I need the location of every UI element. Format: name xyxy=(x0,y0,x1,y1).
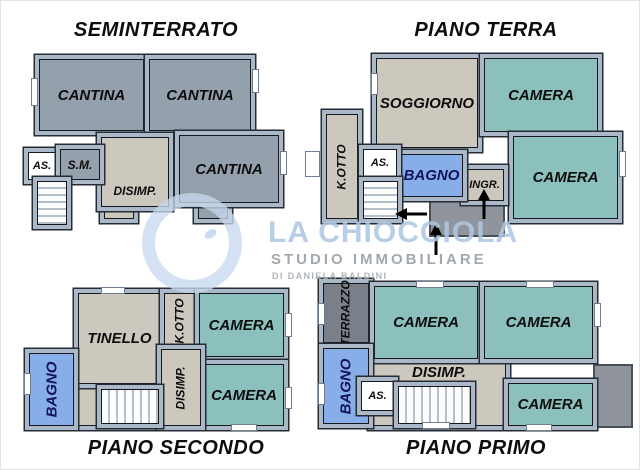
room-tinello: TINELLO xyxy=(78,293,161,384)
window xyxy=(101,287,125,294)
room-camera: CAMERA xyxy=(204,364,284,426)
room-cantina: CANTINA xyxy=(149,59,251,131)
room-cantina: CANTINA xyxy=(39,59,144,131)
window xyxy=(231,424,257,431)
room-label: SOGGIORNO xyxy=(379,94,475,112)
room-label: TINELLO xyxy=(87,330,152,347)
room-kotto: K.OTTO xyxy=(326,114,358,219)
window xyxy=(619,151,626,177)
stairs xyxy=(101,389,159,424)
room-terrazzo: TERRAZZO xyxy=(323,280,369,346)
room-label: CAMERA xyxy=(208,316,275,334)
window xyxy=(416,281,444,288)
plan-piano-terra: SOGGIORNO CAMERA CAMERA K.OTTO INGR. BAG… xyxy=(305,51,639,261)
room-label: TERRAZZO xyxy=(339,280,354,346)
plan-title-piano-secondo: PIANO SECONDO xyxy=(87,437,265,459)
room-label: CAMERA xyxy=(211,386,277,404)
plan-title-seminterrato: SEMINTERRATO xyxy=(73,19,239,41)
room-ascensore: AS. xyxy=(363,149,397,177)
window xyxy=(422,422,450,429)
room-label: DISIMP. xyxy=(174,365,188,410)
room-camera: CAMERA xyxy=(484,58,598,132)
room-camera: CAMERA xyxy=(374,286,478,359)
entrance-arrow-up-icon xyxy=(430,223,442,255)
room-label: CANTINA xyxy=(166,86,234,104)
balcony xyxy=(593,364,633,428)
room-label: AS. xyxy=(370,157,390,169)
window xyxy=(371,73,378,95)
window xyxy=(318,383,325,405)
room-label: INGR. xyxy=(469,179,500,191)
room-label: CAMERA xyxy=(393,314,459,331)
stairs xyxy=(363,181,398,219)
stairs xyxy=(37,181,67,225)
room-cantina: CANTINA xyxy=(179,135,279,203)
room-label: CANTINA xyxy=(195,160,263,178)
room-label: BAGNO xyxy=(43,361,60,418)
room-bagno: BAGNO xyxy=(29,353,74,426)
entrance-arrow-up-icon xyxy=(478,189,490,219)
room-label: DISIMP. xyxy=(412,364,466,381)
window xyxy=(305,151,320,177)
window xyxy=(526,281,554,288)
room-label: K.OTTO xyxy=(335,143,349,190)
room-kotto: K.OTTO xyxy=(164,293,196,349)
room-label: CAMERA xyxy=(517,396,584,413)
plan-piano-primo: TERRAZZO DISIMP. CAMERA CAMERA CAMERA BA… xyxy=(316,280,636,433)
window xyxy=(318,303,325,325)
plan-title-piano-terra: PIANO TERRA xyxy=(414,19,558,41)
room-label: K.OTTO xyxy=(173,298,187,344)
room-label: BAGNO xyxy=(337,358,355,414)
room-label: AS. xyxy=(32,160,52,172)
watermark-tagline: DI DANIELA BALDINI xyxy=(272,271,388,281)
room-label: BAGNO xyxy=(403,167,460,184)
room-sm: S.M. xyxy=(60,149,100,180)
entry-porch xyxy=(429,199,505,237)
plan-piano-secondo: TINELLO K.OTTO CAMERA CAMERA DISIMP. BAG… xyxy=(21,283,296,433)
room-label: CAMERA xyxy=(505,314,572,331)
room-label: S.M. xyxy=(67,157,93,172)
window xyxy=(285,387,292,409)
room-disimpegno: DISIMP. xyxy=(161,349,201,426)
room-label: DISIMP. xyxy=(113,184,157,198)
room-camera: CAMERA xyxy=(199,293,284,357)
window xyxy=(280,151,287,175)
entrance-arrow-left-icon xyxy=(395,208,427,220)
window xyxy=(24,373,31,395)
window xyxy=(252,69,259,93)
room-soggiorno: SOGGIORNO xyxy=(376,58,478,148)
window xyxy=(526,424,552,431)
room-label: CAMERA xyxy=(532,169,599,186)
room-camera: CAMERA xyxy=(508,383,593,426)
window xyxy=(31,78,38,106)
room-bagno: BAGNO xyxy=(400,154,463,197)
room-label: AS. xyxy=(368,390,387,402)
plan-title-piano-primo: PIANO PRIMO xyxy=(406,437,546,459)
room-ascensore: AS. xyxy=(361,381,394,411)
room-label: CANTINA xyxy=(57,86,126,104)
window xyxy=(594,303,601,327)
room-camera: CAMERA xyxy=(513,136,618,219)
stairs xyxy=(398,386,471,424)
window xyxy=(285,313,292,337)
room-disimpegno: DISIMP. xyxy=(101,137,169,207)
plan-seminterrato: CANTINA CANTINA CANTINA DISIMP. AS. S.M. xyxy=(21,51,301,241)
room-camera: CAMERA xyxy=(484,286,593,359)
room-label: CAMERA xyxy=(508,86,574,104)
room-ascensore: AS. xyxy=(28,152,56,180)
